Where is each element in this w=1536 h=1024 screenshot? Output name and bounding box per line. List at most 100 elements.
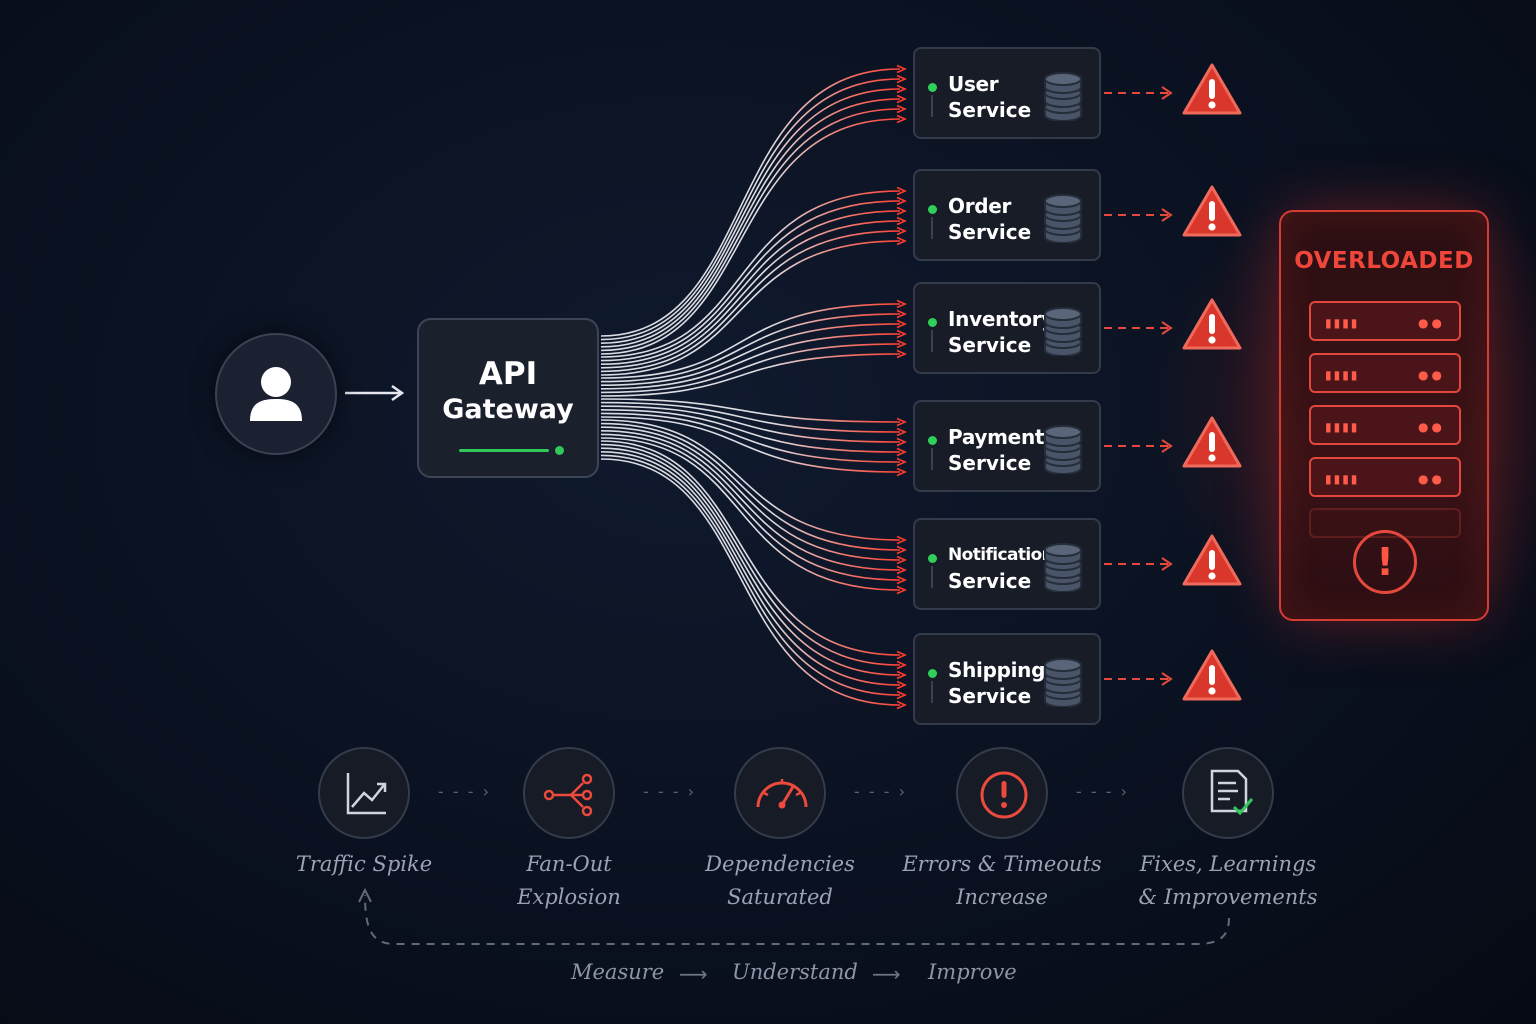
service-name-line1: User xyxy=(948,72,999,96)
request-arrowhead xyxy=(896,585,907,595)
status-dot xyxy=(928,669,937,678)
request-line xyxy=(600,108,901,352)
step-arrow-icon: - - - › xyxy=(438,782,491,801)
service-name-line1: Inventory xyxy=(948,307,1055,331)
status-stem xyxy=(931,330,933,352)
request-line xyxy=(600,443,901,666)
checklist-icon xyxy=(1182,747,1274,839)
request-line xyxy=(600,409,901,453)
request-line xyxy=(600,433,901,581)
request-arrowhead xyxy=(896,690,907,700)
step-label: Fixes, Learnings & Improvements xyxy=(1118,848,1338,914)
request-line xyxy=(600,303,901,379)
service-name-line1: Order xyxy=(948,194,1012,218)
error-arrow-head xyxy=(1161,208,1173,222)
request-line xyxy=(600,437,901,591)
step-label-line1: Errors & Timeouts xyxy=(902,852,1102,876)
request-line xyxy=(600,68,901,337)
loop-arrow-icon: ⟶ xyxy=(872,962,901,986)
gateway-status-dot xyxy=(555,446,564,455)
request-arrowhead xyxy=(896,700,907,710)
request-arrowhead xyxy=(896,427,907,437)
request-line xyxy=(600,422,901,551)
request-arrowhead xyxy=(896,196,907,206)
loop-arrow-icon: ⟶ xyxy=(679,962,708,986)
warning-icon xyxy=(1180,296,1244,354)
status-stem xyxy=(931,217,933,239)
request-arrowhead xyxy=(896,680,907,690)
gateway-title-line1: API xyxy=(478,356,538,392)
service-name-line1: Notification xyxy=(948,545,1054,565)
status-dot xyxy=(928,83,937,92)
overloaded-panel: OVERLOADED ▮▮▮▮●● ▮▮▮▮●● ▮▮▮▮●● ▮▮▮▮●● ! xyxy=(1279,210,1489,621)
step-label-line2: & Improvements xyxy=(1138,885,1318,909)
server-rack: ▮▮▮▮●● xyxy=(1309,405,1461,445)
request-line xyxy=(600,118,901,355)
request-line xyxy=(600,313,901,383)
request-line xyxy=(600,190,901,358)
request-arrowhead xyxy=(896,186,907,196)
request-line xyxy=(600,200,901,362)
status-dot xyxy=(928,318,937,327)
request-line xyxy=(600,88,901,344)
step-arrow-icon: - - - › xyxy=(643,782,696,801)
server-rack: ▮▮▮▮●● xyxy=(1309,457,1461,497)
step-label-line1: Fan-Out xyxy=(526,852,612,876)
step-label-line2: Explosion xyxy=(517,885,621,909)
loop-understand: Understand xyxy=(732,960,858,984)
request-arrowhead xyxy=(896,329,907,339)
request-line xyxy=(600,454,901,696)
request-arrowhead xyxy=(896,417,907,427)
request-arrowhead xyxy=(896,535,907,545)
error-arrow-head xyxy=(1161,321,1173,335)
request-arrowhead xyxy=(896,104,907,114)
request-line xyxy=(600,458,901,706)
service-name-line1: Payment xyxy=(948,425,1045,449)
service-name-line2: Service xyxy=(948,569,1032,593)
request-arrowhead xyxy=(896,114,907,124)
step-label: Traffic Spike xyxy=(254,848,474,881)
request-line xyxy=(600,240,901,376)
request-line xyxy=(600,440,901,656)
error-arrow-head xyxy=(1161,86,1173,100)
warning-icon xyxy=(1180,647,1244,705)
request-line xyxy=(600,353,901,397)
status-stem xyxy=(931,448,933,470)
error-arrow-head xyxy=(1161,439,1173,453)
request-line xyxy=(600,426,901,561)
request-arrowhead xyxy=(896,457,907,467)
request-arrowhead xyxy=(896,650,907,660)
gateway-status-bar xyxy=(459,449,549,452)
error-arrows xyxy=(1104,86,1173,686)
database-icon xyxy=(1044,72,1082,122)
request-arrowhead xyxy=(896,64,907,74)
database-icon xyxy=(1044,194,1082,244)
request-line xyxy=(600,343,901,394)
server-rack: ▮▮▮▮●● xyxy=(1309,301,1461,341)
request-line xyxy=(600,451,901,686)
step-label-line1: Fixes, Learnings xyxy=(1139,852,1317,876)
status-stem xyxy=(931,681,933,703)
request-arrowhead xyxy=(896,226,907,236)
request-line xyxy=(600,405,901,443)
warning-icon xyxy=(1180,414,1244,472)
warning-icon xyxy=(1180,532,1244,590)
service-name-line2: Service xyxy=(948,451,1032,475)
service-name-line1: Shipping xyxy=(948,658,1046,682)
step-label-line2: Saturated xyxy=(727,885,833,909)
step-arrow-icon: - - - › xyxy=(854,782,907,801)
service-name-line2: Service xyxy=(948,684,1032,708)
request-line xyxy=(600,220,901,369)
request-line xyxy=(600,419,901,541)
service-name-line2: Service xyxy=(948,220,1032,244)
request-line xyxy=(600,398,901,423)
warning-icon xyxy=(1180,61,1244,119)
request-arrowhead xyxy=(896,299,907,309)
status-stem xyxy=(931,95,933,117)
loop-measure: Measure xyxy=(571,960,665,984)
request-line xyxy=(600,430,901,571)
